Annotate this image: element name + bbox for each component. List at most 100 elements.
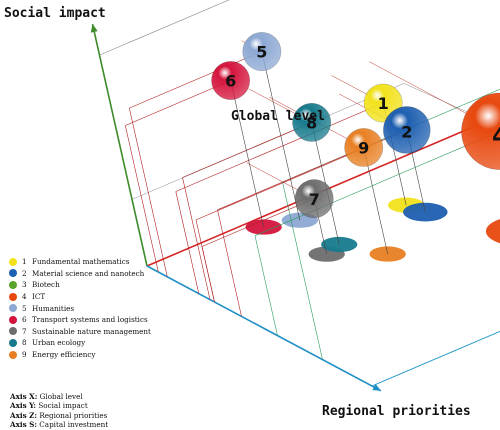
legend-swatch: [9, 338, 17, 347]
legend-label: Fundamental mathematics: [32, 257, 130, 267]
bubble-label: 4: [492, 125, 500, 150]
axes-legend-key: Axis X:: [10, 392, 38, 401]
bubble-sphere: [344, 128, 384, 167]
x-axis: [146, 114, 500, 267]
bubble-sphere: [292, 102, 332, 142]
bubble-label: 2: [401, 122, 412, 141]
legend-item-7: 7 Sustainable nature management: [9, 326, 151, 338]
legend-number: 5: [22, 303, 27, 313]
z-axis: [146, 265, 382, 392]
drop-lines: [125, 0, 500, 360]
axes-legend-row: Axis S: Capital investment: [10, 420, 108, 429]
axes-legend: Axis X: Global level Axis Y: Social impa…: [10, 392, 108, 429]
projection-line: [182, 122, 312, 178]
axes-legend-key: Axis S:: [10, 419, 37, 429]
bubble-label: 7: [309, 190, 320, 209]
legend-item-8: 8 Urban ecology: [9, 337, 151, 349]
bubble-9: 9: [344, 128, 384, 167]
legend-number: 8: [22, 338, 27, 348]
projection-line: [282, 181, 323, 360]
y-axis: [91, 23, 148, 267]
projection-line: [175, 102, 384, 192]
legend-label: Material science and nanotech: [32, 268, 145, 278]
grid-frame: [371, 120, 500, 387]
projection-line: [254, 131, 500, 236]
legend-label: Energy efficiency: [32, 350, 96, 360]
legend-item-6: 6 Transport systems and logistics: [9, 314, 151, 326]
axes-legend-row: Axis X: Global level: [10, 392, 108, 401]
legend: 1 Fundamental mathematics 2 Material scienc…: [9, 256, 151, 360]
legend-item-5: 5 Humanities: [9, 302, 151, 314]
bubble-label: 9: [358, 139, 369, 158]
axes-legend-label: Capital investment: [39, 419, 109, 429]
projection-line: [217, 209, 242, 317]
bubble-5: 5: [242, 32, 282, 71]
axes-legend-key: Axis Y:: [10, 401, 37, 411]
legend-label: Humanities: [32, 303, 75, 313]
z-axis-title: Regional priorities: [322, 404, 471, 419]
legend-item-1: 1 Fundamental mathematics: [9, 256, 151, 268]
axes-legend-row: Axis Z: Regional priorities: [10, 411, 108, 420]
bubble-label: 8: [306, 114, 317, 133]
bubble-2: 2: [383, 106, 431, 154]
legend-number: 3: [22, 280, 27, 290]
legend-swatch: [9, 292, 17, 301]
bubble-sphere: [294, 179, 334, 219]
axes: [90, 23, 500, 392]
projection-line: [125, 125, 159, 273]
grid-frame: [99, 0, 230, 56]
axes-legend-key: Axis Z:: [10, 410, 38, 420]
bubble-sphere: [383, 106, 431, 154]
legend-swatch: [9, 280, 17, 289]
legend-number: 7: [22, 326, 27, 336]
bubble-6: 6: [211, 61, 251, 100]
legend-number: 2: [22, 268, 27, 278]
projection-line: [430, 0, 500, 44]
legend-item-4: 4 ICT: [9, 291, 151, 303]
legend-item-2: 2 Material science and nanotech: [9, 268, 151, 280]
bubble-sphere: [211, 61, 251, 100]
legend-item-3: 3 Biotech: [9, 279, 151, 291]
projection-line: [201, 198, 315, 247]
projection-line: [201, 246, 215, 303]
projection-line: [129, 51, 263, 109]
bubble-sphere: [242, 32, 282, 71]
legend-label: Sustainable nature management: [32, 326, 151, 336]
legend-label: Transport systems and logistics: [32, 315, 148, 325]
y-axis-arrowhead: [90, 24, 98, 33]
z-axis-arrowhead: [372, 383, 381, 391]
grid-frame: [131, 83, 488, 200]
axes-legend-label: Regional priorities: [39, 410, 108, 420]
drop-line: [261, 51, 301, 221]
projection-line: [254, 235, 278, 336]
bubble-7: 7: [294, 179, 334, 219]
floor-shadow-9: [369, 246, 406, 262]
projection-line: [175, 191, 200, 294]
legend-number: 9: [22, 350, 27, 360]
bubble-8: 8: [292, 102, 332, 142]
floor-shadow-4: [485, 219, 500, 244]
bubble-label: 6: [225, 72, 236, 91]
projection-line: [182, 177, 211, 300]
legend-swatch: [9, 350, 17, 359]
axes-legend-row: Axis Y: Social impact: [10, 401, 108, 410]
projection-line: [129, 108, 168, 277]
y-axis-title: Social impact: [4, 6, 106, 21]
legend-number: 6: [22, 315, 27, 325]
legend-label: ICT: [32, 292, 46, 302]
drop-line: [230, 80, 264, 228]
legend-number: 4: [22, 292, 27, 302]
legend-label: Urban ecology: [32, 338, 86, 348]
axes-legend-label: Global level: [39, 392, 83, 401]
legend-number: 1: [22, 257, 27, 267]
projection-line: [217, 147, 364, 211]
bubble-label: 5: [256, 43, 267, 62]
legend-swatch: [9, 315, 17, 324]
legend-item-9: 9 Energy efficiency: [9, 349, 151, 361]
bubbles: 123456789: [211, 32, 500, 219]
legend-label: Biotech: [32, 280, 60, 290]
legend-swatch: [9, 327, 17, 336]
legend-swatch: [9, 304, 17, 313]
x-axis-title: Global level: [231, 109, 325, 124]
